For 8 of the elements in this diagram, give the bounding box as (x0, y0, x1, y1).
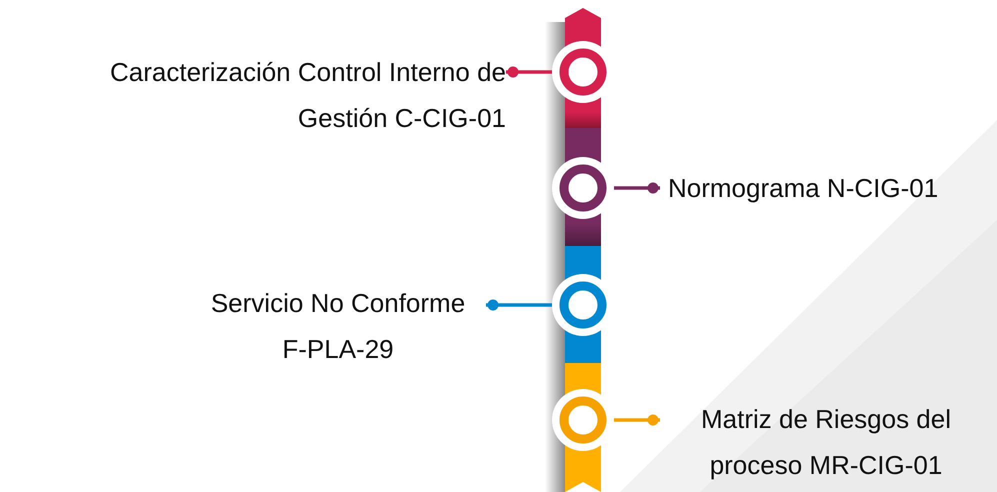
item-label: Servicio No Conforme F-PLA-29 (210, 287, 466, 366)
leader-line (506, 66, 552, 78)
item-label: Matriz de Riesgos del proceso MR-CIG-01 (700, 403, 952, 482)
item-label: Normograma N-CIG-01 (668, 172, 938, 205)
leader-line (614, 182, 660, 194)
leader-line (486, 300, 552, 310)
item-label: Caracterización Control Interno de Gestión C-CIG-01 (109, 56, 506, 135)
leader-line (614, 414, 660, 426)
